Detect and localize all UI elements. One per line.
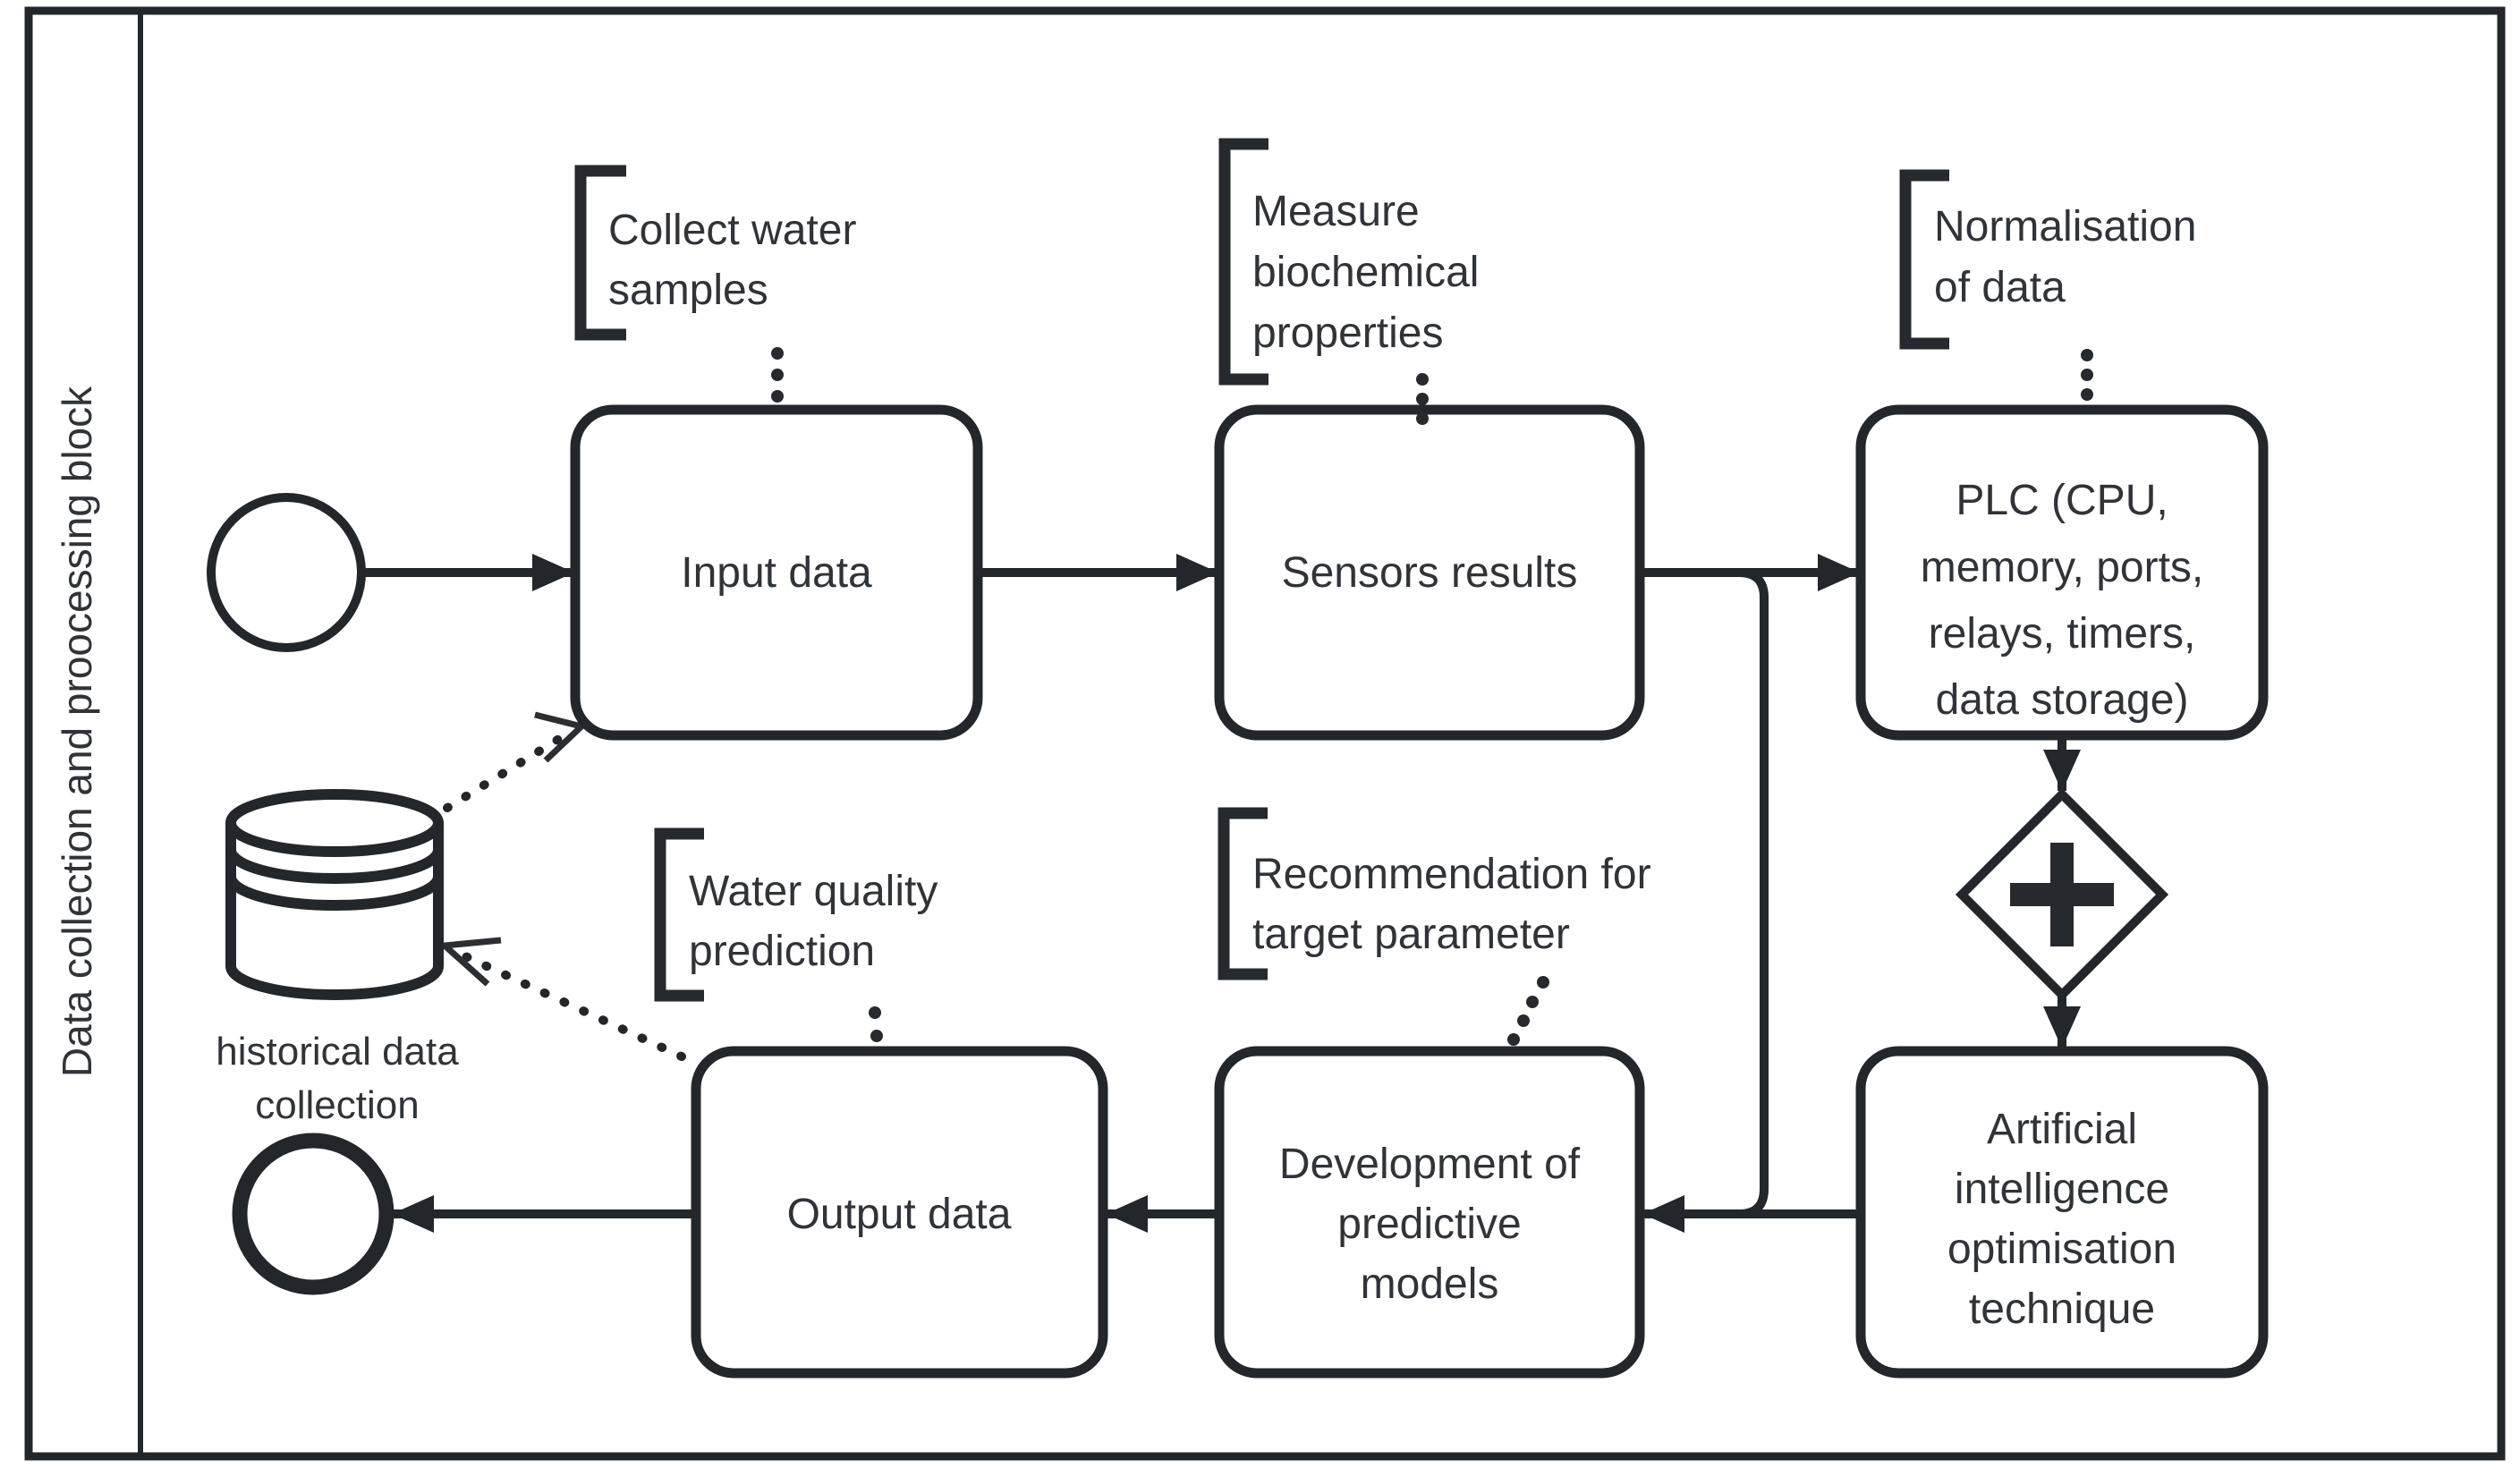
task-output-data-label: Output data xyxy=(787,1191,1012,1238)
task-ai-optimisation xyxy=(1855,1046,2269,1379)
task-plc-line3: relays, timers, xyxy=(1929,610,2196,658)
annotation-collect-line2: samples xyxy=(608,267,768,314)
annotation-dots-recommendation xyxy=(1507,976,1549,1046)
task-sensors-results xyxy=(1214,404,1645,741)
association-datastore-to-input xyxy=(443,726,578,812)
datastore-label-line1: historical data xyxy=(216,1030,459,1073)
annotation-bracket-recommendation xyxy=(1218,807,1268,980)
annotation-bracket-normalisation xyxy=(1899,169,1949,350)
annotation-dots-water-quality xyxy=(869,1006,883,1042)
end-event-circle xyxy=(232,1133,395,1295)
task-input-data-label: Input data xyxy=(681,549,872,597)
task-ai-line1: Artificial xyxy=(1987,1106,2137,1153)
datastore-label-line2: collection xyxy=(255,1083,419,1127)
annotation-recommendation-line2: target parameter xyxy=(1252,911,1570,958)
task-ai-line2: intelligence xyxy=(1955,1166,2169,1213)
task-development-line2: predictive xyxy=(1337,1201,1521,1248)
flow-branch-sensors-to-development xyxy=(1738,568,1769,1218)
task-input-data xyxy=(570,404,983,741)
annotation-measure-line1: Measure xyxy=(1252,188,1420,235)
task-ai-line4: technique xyxy=(1969,1286,2155,1333)
task-output-data xyxy=(691,1046,1108,1379)
task-plc xyxy=(1855,404,2269,741)
lane-title: Data collection and proocessing block xyxy=(54,386,100,1077)
task-development-line3: models xyxy=(1361,1260,1499,1308)
annotation-bracket-water-quality xyxy=(654,827,704,1002)
annotation-bracket-measure xyxy=(1218,138,1268,386)
pool-border xyxy=(24,6,2506,1461)
annotation-measure-line2: biochemical xyxy=(1252,249,1479,296)
annotation-measure-line3: properties xyxy=(1252,310,1443,357)
task-development-line1: Development of xyxy=(1279,1141,1581,1188)
task-sensors-results-label: Sensors results xyxy=(1282,549,1578,597)
task-ai-line3: optimisation xyxy=(1947,1226,2176,1273)
annotation-dots-normalisation xyxy=(2081,349,2093,401)
annotation-normalisation-line2: of data xyxy=(1934,264,2066,311)
datastore-icon xyxy=(225,789,444,1000)
task-plc-line2: memory, ports, xyxy=(1921,544,2204,591)
annotation-normalisation-line1: Normalisation xyxy=(1934,203,2196,250)
annotation-water-quality-line2: prediction xyxy=(689,928,875,975)
parallel-gateway-diamond xyxy=(1955,787,2169,1002)
start-event-circle xyxy=(207,493,366,652)
association-arrowhead-datastore xyxy=(437,937,502,987)
task-development xyxy=(1214,1046,1645,1379)
task-plc-line1: PLC (CPU, xyxy=(1956,477,2168,524)
task-plc-line4: data storage) xyxy=(1936,676,2189,724)
annotation-collect-line1: Collect water xyxy=(608,207,856,254)
parallel-gateway-plus-icon xyxy=(2010,843,2114,946)
annotation-dots-measure xyxy=(1416,373,1429,425)
annotation-bracket-collect xyxy=(574,165,626,341)
annotation-dots-collect xyxy=(771,347,784,403)
annotation-water-quality-line1: Water quality xyxy=(689,868,938,915)
association-output-to-datastore xyxy=(447,946,686,1061)
annotation-recommendation-line1: Recommendation for xyxy=(1252,851,1651,898)
